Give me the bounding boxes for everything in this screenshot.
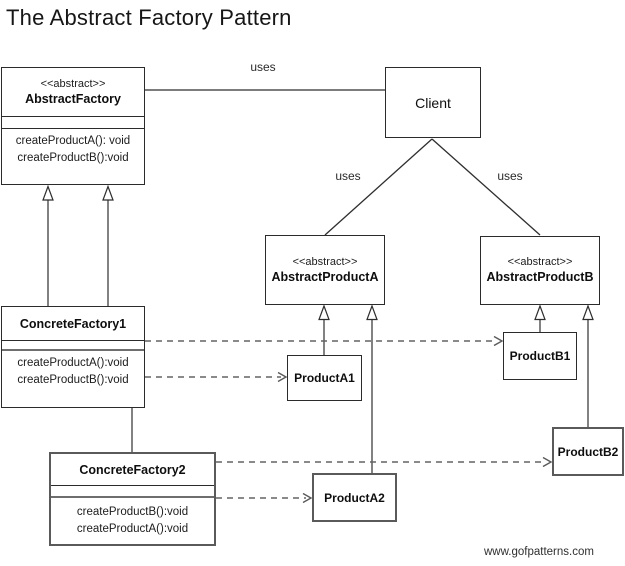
fields-compartment bbox=[51, 485, 214, 498]
method-label: createProductB():void bbox=[17, 374, 129, 386]
method-label: createProductB():void bbox=[17, 152, 129, 164]
class-name: ProductA1 bbox=[294, 371, 355, 385]
generalization-arrowhead-icon bbox=[534, 304, 546, 321]
edge-client-uses-product-a bbox=[324, 138, 433, 236]
fields-compartment bbox=[2, 116, 144, 129]
class-abstract-factory[interactable]: <<abstract>> AbstractFactory createProdu… bbox=[1, 67, 145, 185]
class-header: <<abstract>> AbstractProductB bbox=[481, 256, 599, 285]
class-header: ConcreteFactory2 bbox=[51, 454, 214, 485]
class-concrete-factory-2[interactable]: ConcreteFactory2 createProductB():void c… bbox=[49, 452, 216, 546]
uses-label-product-b: uses bbox=[497, 169, 523, 183]
edge-client-uses-product-b bbox=[431, 138, 541, 236]
methods-compartment: createProductA(): void createProductB():… bbox=[2, 129, 144, 167]
class-name: AbstractProductA bbox=[271, 269, 379, 284]
method-label: createProductB():void bbox=[76, 506, 189, 518]
class-name: AbstractProductB bbox=[486, 270, 594, 284]
method-label: createProductA():void bbox=[17, 357, 129, 369]
generalization-arrowhead-icon bbox=[318, 304, 330, 321]
stereotype-label: <<abstract>> bbox=[507, 256, 573, 268]
class-abstract-product-b[interactable]: <<abstract>> AbstractProductB bbox=[480, 236, 600, 305]
fields-compartment bbox=[2, 340, 144, 351]
open-arrowhead-icon bbox=[277, 371, 288, 383]
class-client[interactable]: Client bbox=[385, 67, 481, 138]
class-name: ProductA2 bbox=[324, 490, 385, 505]
class-header: <<abstract>> AbstractProductA bbox=[266, 256, 384, 285]
methods-compartment: createProductB():void createProductA():v… bbox=[51, 498, 214, 538]
generalization-arrowhead-icon bbox=[102, 184, 114, 201]
watermark-url: www.gofpatterns.com bbox=[484, 546, 594, 558]
class-header: ConcreteFactory1 bbox=[2, 307, 144, 340]
class-concrete-factory-1[interactable]: ConcreteFactory1 createProductA():void c… bbox=[1, 306, 145, 408]
stereotype-label: <<abstract>> bbox=[292, 255, 358, 268]
open-arrowhead-icon bbox=[542, 456, 553, 468]
class-name: Client bbox=[415, 94, 451, 111]
class-header: <<abstract>> AbstractFactory bbox=[2, 68, 144, 116]
uses-label-product-a: uses bbox=[335, 169, 361, 183]
class-name: ConcreteFactory2 bbox=[79, 462, 186, 477]
method-label: createProductA(): void bbox=[15, 135, 131, 147]
class-product-a1[interactable]: ProductA1 bbox=[287, 355, 362, 401]
class-abstract-product-a[interactable]: <<abstract>> AbstractProductA bbox=[265, 235, 385, 305]
class-name: ProductB2 bbox=[557, 444, 619, 459]
generalization-arrowhead-icon bbox=[582, 304, 594, 321]
class-product-b1[interactable]: ProductB1 bbox=[503, 332, 577, 380]
method-label: createProductA():void bbox=[76, 523, 189, 535]
methods-compartment: createProductA():void createProductB():v… bbox=[2, 351, 144, 389]
generalization-arrowhead-icon bbox=[366, 304, 378, 321]
class-name: AbstractFactory bbox=[25, 91, 121, 106]
page-title: The Abstract Factory Pattern bbox=[6, 5, 292, 30]
class-name: ProductB1 bbox=[509, 349, 571, 363]
open-arrowhead-icon bbox=[302, 492, 313, 504]
stereotype-label: <<abstract>> bbox=[40, 77, 106, 90]
uses-label-factory: uses bbox=[250, 60, 276, 74]
class-name: ConcreteFactory1 bbox=[19, 316, 127, 331]
generalization-arrowhead-icon bbox=[42, 184, 54, 201]
class-product-b2[interactable]: ProductB2 bbox=[552, 427, 624, 476]
open-arrowhead-icon bbox=[493, 335, 504, 347]
class-product-a2[interactable]: ProductA2 bbox=[312, 473, 397, 522]
